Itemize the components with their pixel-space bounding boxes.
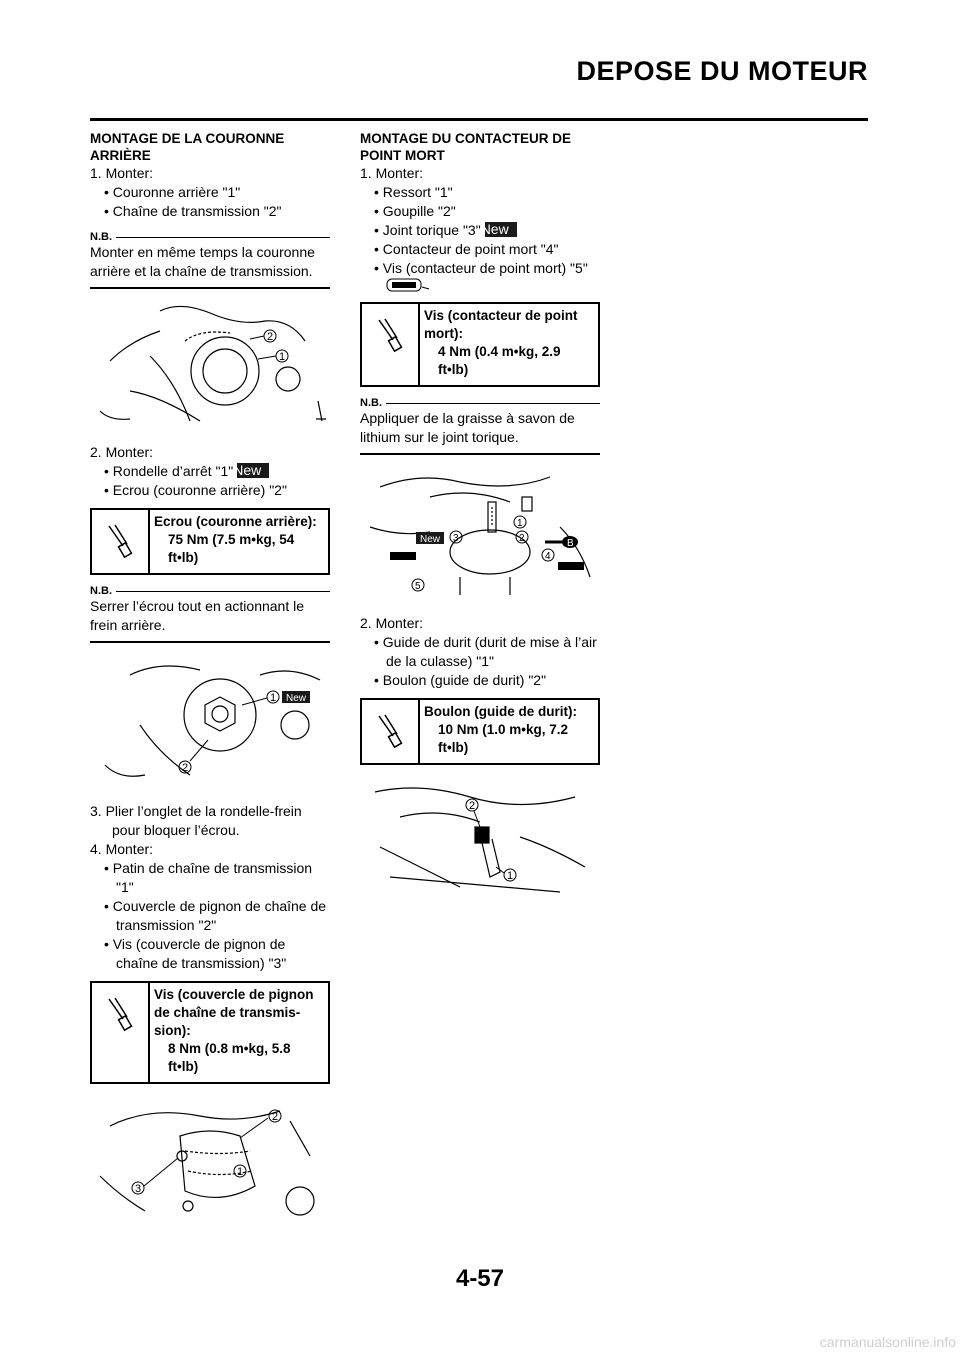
page-number: 4-57 [455, 1265, 505, 1292]
callout-label: 3 [135, 1183, 141, 1195]
list-item-text: • Joint torique "3" [374, 222, 481, 238]
section-title: MONTAGE DU CONTACTEUR DE POINT MORT [360, 130, 600, 164]
torque-wrench-icon [108, 524, 133, 559]
callout-label: 1 [517, 518, 523, 529]
torque-value: 4 Nm (0.4 m•kg, 2.9 [438, 344, 561, 359]
torque-value: 8 Nm (0.8 m•kg, 5.8 [168, 1041, 291, 1056]
torque-spec-box: Boulon (guide de durit): 10 Nm (1.0 m•kg… [360, 698, 600, 765]
torque-title: sion): [154, 1023, 191, 1038]
callout-label: 4 [545, 551, 551, 562]
note-box: N.B. Serrer l’écrou tout en actionnant l… [90, 585, 330, 643]
page-title: DEPOSE DU MOTEUR [576, 56, 868, 86]
right-column: MONTAGE DU CONTACTEUR DE POINT MORT 1. M… [360, 130, 600, 914]
torque-title: Ecrou (couronne arrière): [154, 514, 317, 529]
grease-b-label: B [567, 538, 574, 549]
title-rule [90, 118, 868, 121]
list-item: • Vis (couvercle de pignon de chaîne de … [104, 936, 287, 971]
callout-label: 2 [469, 800, 475, 812]
list-item: • Contacteur de point mort "4" [374, 241, 559, 257]
step-label: 2. Monter: [360, 615, 424, 631]
note-label: N.B. [90, 231, 112, 243]
note-label: N.B. [90, 585, 112, 597]
list-item: • Guide de durit (durit de mise à l’air … [374, 634, 597, 669]
torque-title: Boulon (guide de durit): [424, 704, 577, 719]
list-item: • Chaîne de transmission "2" [104, 203, 282, 219]
callout-label: 2 [272, 1111, 278, 1123]
list-item: • Ressort "1" [374, 184, 453, 200]
list-item: • Couvercle de pignon de chaîne de trans… [104, 898, 327, 933]
torque-wrench-icon [108, 997, 133, 1032]
step-label: 2. Monter: [90, 444, 154, 460]
torque-wrench-icon [378, 714, 403, 749]
callout-label: 2 [267, 331, 273, 343]
torque-title: Vis (couvercle de pignon [154, 987, 314, 1002]
list-item: • Rondelle d’arrêt "1"New [90, 462, 330, 481]
torque-value: ft•lb) [438, 362, 469, 377]
list-item: • Patin de chaîne de transmission "1" [104, 860, 313, 895]
new-badge: New [233, 463, 270, 478]
figure-nut-washer: 1 New 2 [90, 655, 330, 790]
note-text: Monter en même temps la couronne arrière… [90, 244, 315, 279]
note-box: N.B. Appliquer de la graisse à savon de … [360, 397, 600, 455]
torque-value: 10 Nm (1.0 m•kg, 7.2 [438, 722, 569, 737]
torque-spec-box: Vis (couvercle de pignon de chaîne de tr… [90, 981, 330, 1084]
torque-value: ft•lb) [168, 1059, 199, 1074]
step-label: 1. Monter: [90, 165, 154, 181]
figure-neutral-switch: New 3 1 2 4 5 B [360, 467, 600, 602]
locking-agent-icon [386, 278, 430, 292]
torque-title: Vis (contacteur de point [424, 308, 578, 323]
torque-title: mort): [424, 326, 463, 341]
figure-sprocket-cover: 2 1 3 [90, 1096, 330, 1226]
list-item: • Ecrou (couronne arrière) "2" [104, 482, 287, 498]
step-label: 3. Plier l’onglet de la rondelle-frein [90, 803, 302, 819]
list-item-text: • Rondelle d’arrêt "1" [104, 463, 234, 479]
list-item: • Vis (contacteur de point mort) "5" [374, 260, 588, 276]
note-text: Appliquer de la graisse à savon de lithi… [360, 410, 575, 445]
step-label-continued: pour bloquer l’écrou. [112, 822, 240, 838]
new-badge: New [286, 693, 307, 704]
section-title: MONTAGE DE LA COURONNE ARRIÈRE [90, 130, 330, 164]
figure-sprocket-chain: 2 1 [90, 301, 330, 431]
step-label: 1. Monter: [360, 165, 424, 181]
torque-value: ft•lb) [438, 740, 469, 755]
list-item: • Couronne arrière "1" [104, 184, 241, 200]
torque-spec-box: Ecrou (couronne arrière): 75 Nm (7.5 m•k… [90, 508, 330, 575]
section-title-line: ARRIÈRE [90, 148, 151, 163]
note-label: N.B. [360, 397, 382, 409]
section-title-line: MONTAGE DE LA COURONNE [90, 131, 285, 146]
step-label: 4. Monter: [90, 841, 154, 857]
torque-value: 75 Nm (7.5 m•kg, 54 [168, 532, 295, 547]
watermark: carmanualsonline.info [819, 1334, 956, 1350]
callout-label: 1 [279, 351, 285, 363]
callout-label: 1 [237, 1166, 243, 1178]
torque-value: ft•lb) [168, 550, 199, 565]
section-title-line: MONTAGE DU CONTACTEUR DE [360, 131, 571, 146]
list-item: • Boulon (guide de durit) "2" [374, 672, 547, 688]
new-badge: New [481, 222, 517, 237]
list-item: • Goupille "2" [374, 203, 456, 219]
figure-hose-guide: 2 1 [360, 777, 600, 902]
new-badge: New [420, 534, 441, 545]
callout-label: 2 [519, 533, 525, 544]
callout-label: 5 [415, 581, 421, 592]
torque-spec-box: Vis (contacteur de point mort): 4 Nm (0.… [360, 302, 600, 387]
left-column: MONTAGE DE LA COURONNE ARRIÈRE 1. Monter… [90, 130, 330, 1238]
callout-label: 2 [182, 762, 188, 774]
list-item: • Joint torique "3"New [360, 221, 600, 240]
torque-title: de chaîne de transmis- [154, 1005, 301, 1020]
callout-label: 3 [453, 533, 459, 544]
locking-agent-icon-wrap [360, 278, 600, 294]
section-title-line: POINT MORT [360, 148, 445, 163]
note-text: Serrer l’écrou tout en actionnant le fre… [90, 598, 305, 633]
note-box: N.B. Monter en même temps la couronne ar… [90, 231, 330, 289]
callout-label: 1 [270, 692, 276, 704]
callout-label: 1 [507, 870, 513, 882]
torque-wrench-icon [378, 318, 403, 353]
